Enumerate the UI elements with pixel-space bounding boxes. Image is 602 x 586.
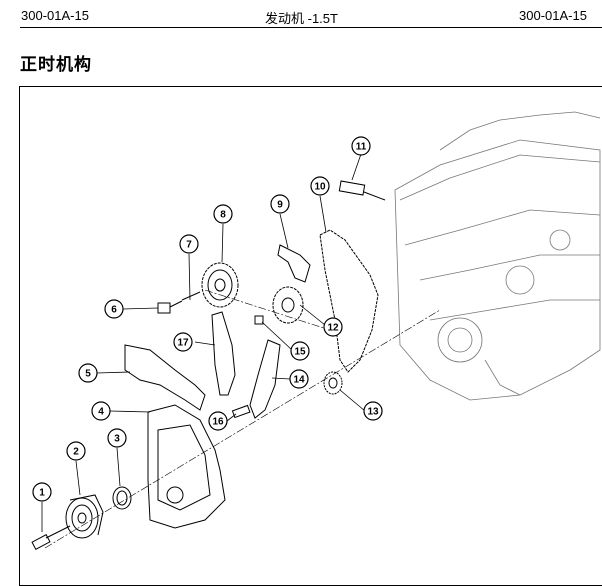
callout-1: 1 [32,482,52,502]
svg-text:10: 10 [314,182,326,193]
callout-13: 13 [363,401,383,421]
svg-text:7: 7 [186,240,192,251]
part-bolt [31,525,71,550]
callout-7: 7 [179,234,199,254]
svg-text:9: 9 [277,200,283,211]
part-crank-sprocket [323,371,343,395]
timing-mechanism-diagram: 1 2 3 4 5 6 7 8 9 10 11 12 13 14 15 16 1… [31,111,601,550]
callout-3: 3 [107,428,127,448]
part-chain-guide [211,311,236,396]
part-tensioner-arm [249,339,281,419]
svg-text:5: 5 [85,369,91,380]
part-chain-tensioner [231,404,251,419]
svg-text:15: 15 [294,347,306,358]
header-rule [20,27,602,28]
svg-text:1: 1 [39,488,45,499]
svg-text:6: 6 [111,305,117,316]
svg-text:11: 11 [356,142,367,153]
svg-text:17: 17 [177,338,189,349]
part-upper-cover [124,344,206,411]
callout-2: 2 [66,441,86,461]
part-timing-chain [319,229,379,373]
part-exhaust-sprocket [272,286,304,324]
svg-text:4: 4 [98,407,104,418]
svg-text:13: 13 [367,407,379,418]
doc-title: 发动机 -1.5T [265,11,338,26]
section-title: 正时机构 [20,55,92,75]
callout-9: 9 [270,194,290,214]
part-timing-cover [147,404,226,529]
svg-text:2: 2 [73,447,79,458]
svg-text:3: 3 [114,434,120,445]
doc-code-right: 300-01A-15 [519,8,587,23]
cam-axis-line [204,289,331,331]
part-crank-pulley [65,494,104,539]
callout-5: 5 [78,363,98,383]
part-chain-guide-bracket [277,244,311,283]
callout-11: 11 [351,136,371,156]
callout-17: 17 [173,332,193,352]
callout-12: 12 [323,317,343,337]
leader-lines [41,153,366,532]
svg-text:12: 12 [327,323,339,334]
crank-axis-line [44,309,441,549]
part-oil-seal [112,486,132,510]
svg-text:14: 14 [293,375,305,386]
callout-8: 8 [213,204,233,224]
part-camshaft-sprocket [181,262,239,308]
callout-15: 15 [290,341,310,361]
part-cam-bolt [157,300,183,314]
callout-4: 4 [91,401,111,421]
part-cam-sensor [338,180,386,201]
part-guide-bolt [254,315,264,325]
engine-block [394,111,601,401]
callout-10: 10 [310,176,330,196]
callout-16: 16 [208,411,228,431]
page-header: 300-01A-15 发动机 -1.5T 300-01A-15 [0,0,602,26]
callout-6: 6 [104,299,124,319]
doc-code-left: 300-01A-15 [21,8,89,23]
callout-14: 14 [289,369,309,389]
svg-text:16: 16 [212,417,224,428]
svg-text:8: 8 [220,210,226,221]
